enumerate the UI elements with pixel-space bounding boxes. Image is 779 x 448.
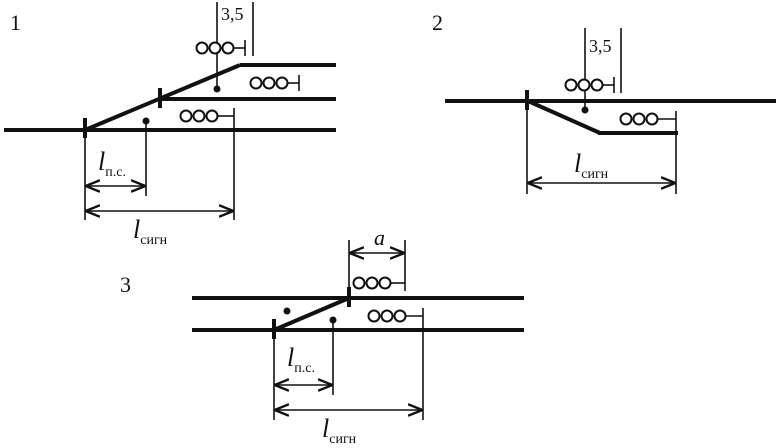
panel-3-a-label: a: [374, 225, 385, 250]
signal-lamp-icon: [378, 276, 392, 290]
panel-3-signal-label: lсигн: [322, 414, 357, 447]
signal-lamp-icon: [632, 112, 646, 126]
signal-lamp-icon: [365, 276, 379, 290]
panel-3: 3 a lп.с.: [120, 225, 524, 447]
panel-1: 1: [4, 2, 336, 248]
panel-3-number: 3: [120, 272, 131, 297]
panel-2-offset-label: 3,5: [589, 36, 612, 56]
signal-lamp-icon: [179, 109, 193, 123]
signal-lamp-icon: [208, 41, 222, 55]
panel-1-signal-label: lсигн: [133, 215, 168, 248]
panel-1-number: 1: [10, 10, 21, 35]
signal-lamp-icon: [393, 309, 407, 323]
panel-2-signal-label: lсигн: [574, 149, 609, 182]
panel-3-ps-label: lп.с.: [287, 343, 315, 376]
signal-lamp-icon: [352, 276, 366, 290]
panel-2-signal-lower: [619, 111, 677, 127]
panel-2-number: 2: [432, 10, 443, 35]
panel-3-signal-upper: [352, 275, 406, 291]
panel-2-diverging-track: [527, 99, 601, 135]
signal-lamp-icon: [367, 309, 381, 323]
panel-1-signal-upper: [195, 40, 246, 56]
signal-lamp-icon: [205, 109, 219, 123]
panel-2-signal-upper: [564, 77, 615, 93]
signal-lamp-icon: [380, 309, 394, 323]
signal-lamp-icon: [645, 112, 659, 126]
signal-lamp-icon: [195, 41, 209, 55]
signal-lamp-icon: [590, 78, 604, 92]
signal-lamp-icon: [249, 76, 263, 90]
panel-3-fouling-point-left: [283, 307, 291, 315]
signal-lamp-icon: [262, 76, 276, 90]
panel-3-crossover-track: [273, 296, 350, 332]
panel-1-signal-lower: [179, 108, 235, 124]
signal-lamp-icon: [564, 78, 578, 92]
panel-3-signal-lower: [367, 308, 424, 324]
signal-lamp-icon: [192, 109, 206, 123]
signal-lamp-icon: [275, 76, 289, 90]
panel-2: 2 3,5 lсигн: [432, 10, 776, 194]
signal-lamp-icon: [577, 78, 591, 92]
panel-1-offset-label: 3,5: [221, 4, 244, 24]
signal-lamp-icon: [221, 41, 235, 55]
panel-1-signal-middle: [249, 75, 300, 91]
signal-lamp-icon: [619, 112, 633, 126]
panel-1-ps-label: lп.с.: [98, 147, 126, 180]
